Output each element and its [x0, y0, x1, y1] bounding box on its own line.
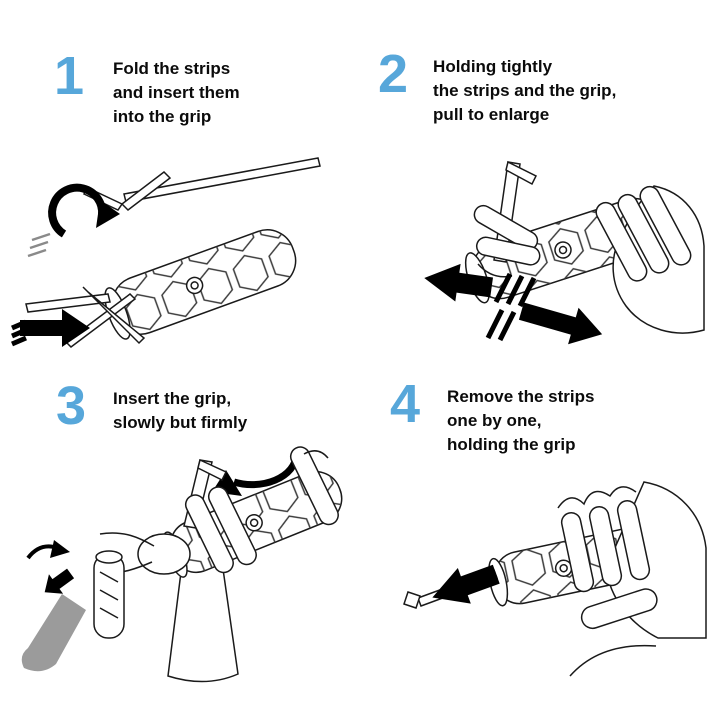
step-3-panel: 3 Insert the grip,slowly but firmly — [0, 356, 357, 713]
step-3-illustration — [4, 442, 352, 704]
step-3-instruction: Insert the grip,slowly but firmly — [113, 389, 248, 432]
mini-grip — [93, 550, 125, 639]
grip-logo-icon — [185, 276, 204, 295]
left-hand — [99, 486, 257, 575]
left-hand — [473, 204, 541, 278]
step-2-drawing — [424, 160, 705, 345]
mini-rotate-arrow-icon — [26, 540, 70, 560]
pull-down-right-arrow-icon — [518, 302, 603, 345]
mini-diagram — [21, 540, 125, 672]
strip — [123, 157, 321, 203]
step-4-drawing — [403, 481, 707, 677]
right-hand — [595, 185, 705, 334]
step-4-number: 4 — [390, 374, 420, 434]
step-1-number: 1 — [54, 46, 84, 106]
holding-hand — [557, 481, 707, 677]
step-3-number: 3 — [56, 376, 86, 436]
mini-insert-arrow-icon — [44, 568, 75, 594]
fold-arrow-icon — [48, 183, 120, 238]
insert-arrow-icon — [20, 309, 90, 347]
sketch-dashes — [27, 232, 51, 258]
step-4-illustration — [358, 448, 708, 680]
hash-marks-right — [485, 308, 517, 342]
wrist-line — [569, 644, 657, 677]
right-hand — [289, 446, 339, 526]
step-1-drawing — [11, 157, 321, 348]
step-3-drawing — [21, 446, 343, 683]
inserted-strips — [25, 286, 146, 348]
thumb — [580, 588, 658, 630]
pull-left-arrow-icon — [424, 263, 494, 302]
handle-butt-silhouette — [21, 594, 86, 672]
grip-logo-icon — [245, 513, 263, 532]
handle — [167, 556, 239, 683]
hash-marks — [11, 319, 27, 347]
step-3-header: 3 Insert the grip,slowly but firmly — [0, 356, 357, 435]
remove-arrow-icon — [432, 564, 500, 604]
grip-logo-icon — [554, 241, 572, 259]
step-1-illustration — [4, 142, 348, 356]
hash-marks-left — [493, 272, 537, 308]
step-2-number: 2 — [378, 44, 408, 104]
step-2-illustration — [358, 142, 708, 356]
